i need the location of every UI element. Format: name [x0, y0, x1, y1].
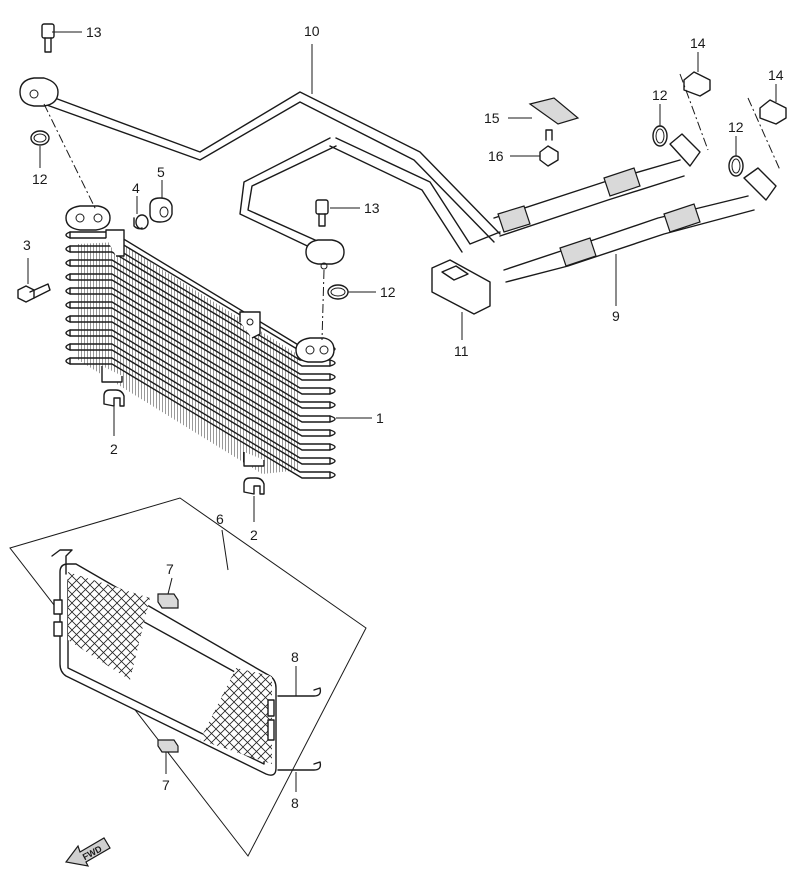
- callout-2-left: 2: [110, 441, 118, 457]
- oil-cooler-pipe: [19, 77, 501, 270]
- alignment-line-right-lower: [747, 97, 781, 171]
- union-bolt-upper: [41, 23, 55, 53]
- alignment-line-left: [43, 103, 97, 211]
- collar: [133, 214, 149, 230]
- callout-11: 11: [454, 343, 469, 359]
- callout-5: 5: [157, 164, 165, 180]
- leader-lines: [27, 31, 777, 792]
- callout-12-center: 12: [380, 284, 396, 300]
- clamp-bolt: [539, 129, 559, 167]
- hose-bolt-right-upper: [683, 71, 711, 97]
- guard-clip-upper: [157, 593, 179, 609]
- callout-3: 3: [23, 237, 31, 253]
- alignment-line-right-upper: [679, 73, 709, 151]
- oil-cooler-hose-upper: [493, 133, 701, 237]
- hose-bolt-right-lower: [759, 99, 787, 125]
- callout-8-upper: 8: [291, 649, 299, 665]
- callout-8-lower: 8: [291, 795, 299, 811]
- cooler-mounting-bolt: [17, 283, 51, 303]
- alignment-line-center: [321, 269, 325, 341]
- callout-13-lower: 13: [364, 200, 380, 216]
- grommet: [149, 197, 173, 223]
- callout-10: 10: [304, 23, 320, 39]
- callout-7-lower: 7: [162, 777, 170, 793]
- callout-16: 16: [488, 148, 504, 164]
- callout-12-right-lower: 12: [728, 119, 744, 135]
- oil-cooler: [65, 205, 336, 479]
- cooler-clamp-left: [103, 389, 125, 407]
- hose-damper: [431, 259, 491, 315]
- callout-4: 4: [132, 180, 140, 196]
- oil-cooler-guard: [51, 549, 322, 776]
- guard-clip-lower: [157, 739, 179, 753]
- oil-cooler-hose-lower: [503, 167, 777, 283]
- callout-14-left: 14: [690, 35, 706, 51]
- callout-9: 9: [612, 308, 620, 324]
- callout-14-right: 14: [768, 67, 784, 83]
- callout-2-right: 2: [250, 527, 258, 543]
- hose-clamp-bracket: [528, 97, 580, 125]
- o-ring-upper-left: [30, 130, 50, 146]
- callout-1: 1: [376, 410, 384, 426]
- callout-6: 6: [216, 511, 224, 527]
- union-bolt-lower: [315, 199, 329, 227]
- callout-15: 15: [484, 110, 500, 126]
- callout-12-left: 12: [32, 171, 48, 187]
- guard-assembly-box: [9, 497, 367, 857]
- callout-12-right-upper: 12: [652, 87, 668, 103]
- fwd-arrow-icon: FWD: [64, 837, 111, 867]
- callout-13-upper: 13: [86, 24, 102, 40]
- cooler-clamp-right: [243, 477, 265, 495]
- callout-7-upper: 7: [166, 561, 174, 577]
